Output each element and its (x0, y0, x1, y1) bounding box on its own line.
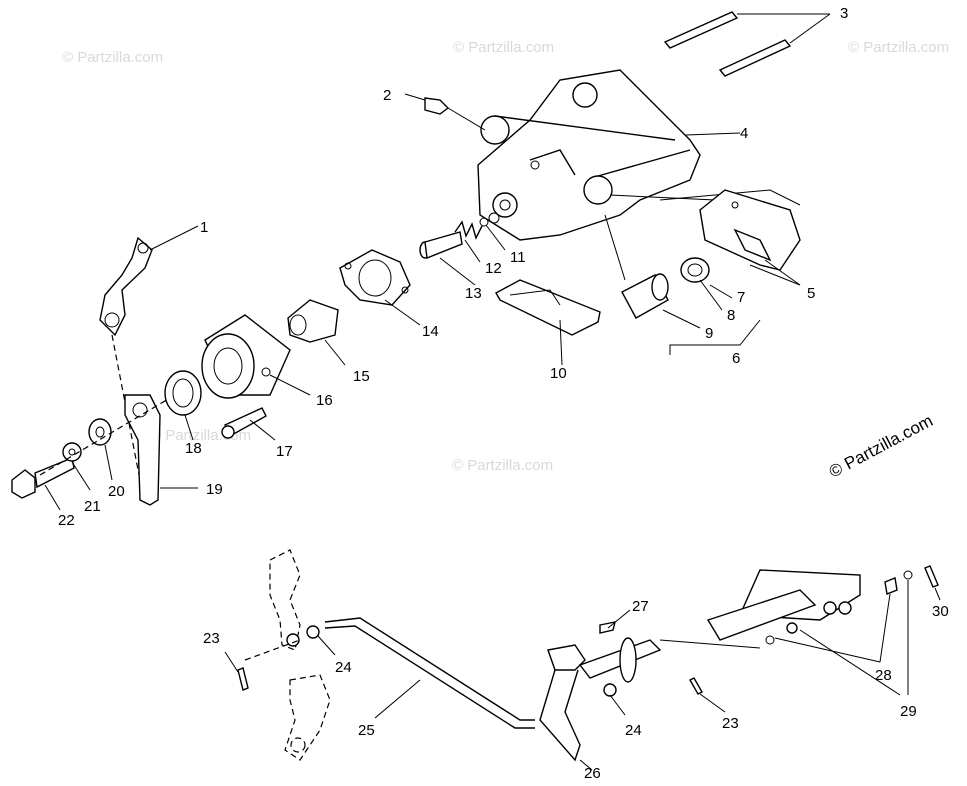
pushrod (419, 231, 463, 259)
bleeder-screw (404, 93, 486, 131)
cam-housing (201, 314, 291, 399)
label-28: 28 (875, 667, 892, 684)
brake-pedal (539, 637, 662, 762)
label-23: 23 (722, 715, 739, 732)
label-25: 25 (358, 722, 375, 739)
footrest-bracket (706, 565, 939, 645)
label-3: 3 (840, 5, 848, 22)
label-7: 7 (737, 289, 745, 306)
cam-plate (124, 394, 198, 506)
washer (306, 625, 320, 639)
label-16: 16 (316, 392, 333, 409)
label-19: 19 (206, 481, 223, 498)
washer (603, 683, 617, 697)
watermark-text: © Partzilla.com (848, 39, 949, 56)
seal (164, 370, 202, 416)
label-8: 8 (727, 307, 735, 324)
pins (663, 11, 831, 77)
screw (221, 407, 267, 439)
label-9: 9 (705, 325, 713, 342)
label-29: 29 (900, 703, 917, 720)
label-11: 11 (510, 249, 526, 266)
cam (287, 299, 339, 343)
label-30: 30 (932, 603, 949, 620)
label-12: 12 (485, 260, 502, 277)
brake-rod (324, 617, 535, 729)
watermark-text: © Partzilla.com (62, 49, 163, 66)
label-24: 24 (335, 659, 352, 676)
spring (454, 220, 483, 240)
reservoir-cover (699, 189, 801, 271)
group-bracket (669, 319, 761, 355)
leader-lines (44, 132, 941, 771)
copyright-text: © Partzilla.com (826, 411, 936, 482)
bolt (11, 457, 75, 499)
label-17: 17 (276, 443, 293, 460)
gasket (339, 249, 411, 306)
watermarks: © Partzilla.com © Partzilla.com © Partzi… (62, 39, 949, 474)
label-26: 26 (584, 765, 601, 781)
label-5: 5 (807, 285, 815, 302)
label-14: 14 (422, 323, 439, 340)
cotter-pin (689, 677, 703, 695)
master-cylinder-body (477, 69, 801, 281)
label-13: 13 (465, 285, 482, 302)
clip (495, 279, 601, 336)
label-21: 21 (84, 498, 101, 515)
label-27: 27 (632, 598, 649, 615)
label-15: 15 (353, 368, 370, 385)
nut (62, 442, 82, 462)
label-2: 2 (383, 87, 391, 104)
label-4: 4 (740, 125, 748, 142)
label-10: 10 (550, 365, 567, 382)
label-24: 24 (625, 722, 642, 739)
o-ring (479, 217, 489, 227)
cotter-pin (237, 667, 249, 691)
watermark-text: © Partzilla.com (453, 39, 554, 56)
reservoir-cap (621, 273, 669, 319)
lever-left (244, 549, 331, 761)
label-1: 1 (200, 219, 208, 236)
o-ring (488, 212, 500, 224)
watermark-text: © Partzilla.com (452, 457, 553, 474)
label-18: 18 (185, 440, 202, 457)
washer (88, 418, 112, 446)
label-6: 6 (732, 350, 740, 367)
part-labels: 1 2 3 4 5 6 7 8 9 10 11 12 13 14 15 16 1… (58, 5, 949, 782)
label-23: 23 (203, 630, 220, 647)
label-20: 20 (108, 483, 125, 500)
label-22: 22 (58, 512, 75, 529)
diaphragm (680, 257, 710, 283)
